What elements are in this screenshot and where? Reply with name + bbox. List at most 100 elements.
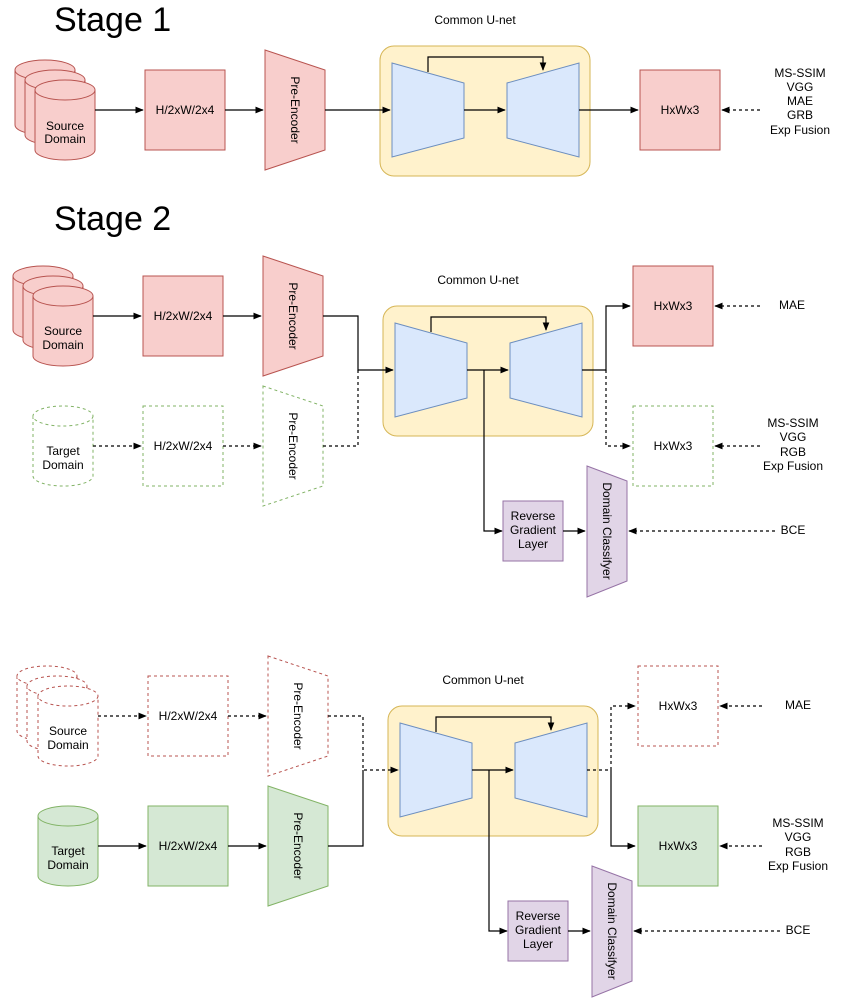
output-arrow-top bbox=[587, 702, 636, 771]
loss-item: BCE bbox=[781, 523, 806, 537]
loss-item: VGG bbox=[780, 430, 807, 444]
input-tensor-label: H/2xW/2x4 bbox=[154, 439, 213, 453]
source-merge-arrow bbox=[323, 315, 394, 374]
pre-encoder-label: Pre-Encoder bbox=[288, 76, 302, 143]
rgl-label-1: Reverse bbox=[511, 509, 556, 523]
loss-item: MAE bbox=[787, 94, 813, 108]
loss-item: Exp Fusion bbox=[768, 859, 828, 873]
unet-label: Common U-net bbox=[442, 673, 524, 687]
output-label: HxWx3 bbox=[659, 699, 698, 713]
source-domain-stack: Source Domain bbox=[14, 59, 96, 161]
output-arrow-top bbox=[582, 302, 631, 371]
unet-decoder bbox=[514, 722, 588, 818]
rgl-label-2: Gradient bbox=[515, 923, 562, 937]
loss-item: MS-SSIM bbox=[772, 816, 823, 830]
pre-encoder-target bbox=[267, 785, 329, 907]
stage-2-title: Stage 2 bbox=[54, 200, 171, 238]
bottleneck-to-rgl-arrow bbox=[483, 370, 503, 535]
output-label: HxWx3 bbox=[654, 439, 693, 453]
loss-list: MS-SSIM VGG RGB Exp Fusion bbox=[768, 816, 828, 873]
loss-item: GRB bbox=[787, 108, 813, 122]
skip-connection bbox=[427, 56, 547, 72]
loss-item: MS-SSIM bbox=[774, 66, 825, 80]
output-label: HxWx3 bbox=[659, 839, 698, 853]
rgl-label-2: Gradient bbox=[510, 523, 557, 537]
pre-encoder-label: Pre-Encoder bbox=[291, 682, 305, 749]
target-domain-label-2: Domain bbox=[42, 458, 83, 472]
loss-item: Exp Fusion bbox=[763, 459, 823, 473]
target-domain-label-2: Domain bbox=[47, 858, 88, 872]
unet-encoder bbox=[399, 722, 473, 818]
source-domain-label-1: Source bbox=[49, 724, 87, 738]
output-box-top bbox=[632, 265, 714, 347]
source-domain-stack: Source Domain bbox=[16, 665, 99, 767]
skip-connection bbox=[430, 316, 550, 332]
input-tensor-box-target bbox=[147, 805, 229, 887]
cylinder bbox=[32, 285, 94, 367]
pre-encoder bbox=[264, 49, 326, 171]
output-box-bottom bbox=[632, 405, 714, 487]
loss-item: BCE bbox=[786, 923, 811, 937]
input-tensor-label: H/2xW/2x4 bbox=[156, 103, 215, 117]
input-tensor-label: H/2xW/2x4 bbox=[154, 309, 213, 323]
output-box bbox=[639, 69, 721, 151]
pre-encoder-target bbox=[262, 385, 324, 507]
loss-list: MS-SSIM VGG MAE GRB Exp Fusion bbox=[770, 66, 830, 137]
unet-label: Common U-net bbox=[434, 13, 516, 27]
output-arrow-bottom bbox=[605, 370, 631, 450]
unet-decoder bbox=[506, 62, 580, 158]
output-arrow-bottom bbox=[610, 770, 636, 850]
rgl-label-1: Reverse bbox=[516, 909, 561, 923]
cylinder bbox=[34, 79, 96, 161]
input-tensor-box-target bbox=[142, 405, 224, 487]
loss-item: MAE bbox=[785, 698, 811, 712]
source-domain-label-2: Domain bbox=[44, 132, 85, 146]
target-merge-line bbox=[328, 770, 364, 847]
cylinder bbox=[37, 685, 99, 767]
pre-encoder-label: Pre-Encoder bbox=[286, 282, 300, 349]
loss-item: Exp Fusion bbox=[770, 123, 830, 137]
stage-2-target-training: Source Domain H/2xW/2x4 Pre-Encoder Targ… bbox=[16, 655, 828, 998]
loss-item: VGG bbox=[785, 830, 812, 844]
bottleneck-to-rgl-arrow bbox=[488, 770, 508, 935]
target-merge-line bbox=[323, 370, 359, 447]
input-tensor-label: H/2xW/2x4 bbox=[159, 709, 218, 723]
stage-1-title: Stage 1 bbox=[54, 1, 171, 39]
target-domain-label-1: Target bbox=[46, 444, 80, 458]
output-label: HxWx3 bbox=[654, 299, 693, 313]
loss-item: RGB bbox=[785, 845, 811, 859]
loss-item: MAE bbox=[779, 298, 805, 312]
pre-encoder-label: Pre-Encoder bbox=[291, 812, 305, 879]
skip-connection bbox=[435, 716, 555, 732]
target-domain-label-1: Target bbox=[51, 844, 85, 858]
loss-list: MS-SSIM VGG RGB Exp Fusion bbox=[763, 416, 823, 473]
domain-classifier-label: Domain Classifyer bbox=[600, 482, 614, 579]
unet-decoder bbox=[509, 322, 583, 418]
rgl-label-3: Layer bbox=[523, 937, 553, 951]
source-domain-label-1: Source bbox=[46, 119, 84, 133]
input-tensor-box bbox=[144, 69, 226, 151]
pre-encoder-source bbox=[262, 255, 324, 377]
source-domain-label-2: Domain bbox=[47, 738, 88, 752]
input-tensor-box-source bbox=[142, 275, 224, 357]
source-domain-label-1: Source bbox=[44, 324, 82, 338]
output-label: HxWx3 bbox=[661, 103, 700, 117]
source-domain-label-2: Domain bbox=[42, 338, 83, 352]
input-tensor-box-source bbox=[147, 675, 229, 757]
reverse-gradient-layer bbox=[502, 500, 564, 562]
stage-1: Stage 1 Source Domain H/2xW/2x4 Pre-Enco… bbox=[14, 1, 830, 177]
loss-item: MS-SSIM bbox=[767, 416, 818, 430]
output-box-top bbox=[637, 665, 719, 747]
loss-item: VGG bbox=[787, 80, 814, 94]
unet-encoder bbox=[394, 322, 468, 418]
domain-classifier bbox=[591, 865, 633, 998]
source-domain-stack: Source Domain bbox=[12, 265, 94, 367]
domain-classifier-label: Domain Classifyer bbox=[605, 882, 619, 979]
pre-encoder-source bbox=[267, 655, 329, 777]
pre-encoder-label: Pre-Encoder bbox=[286, 412, 300, 479]
output-box-bottom bbox=[637, 805, 719, 887]
loss-item: RGB bbox=[780, 445, 806, 459]
target-domain-cylinder: Target Domain bbox=[32, 405, 94, 487]
stage-2-source-training: Stage 2 Source Domain H/2xW/2x4 Pre-Enco… bbox=[12, 200, 823, 598]
domain-classifier bbox=[586, 465, 628, 598]
